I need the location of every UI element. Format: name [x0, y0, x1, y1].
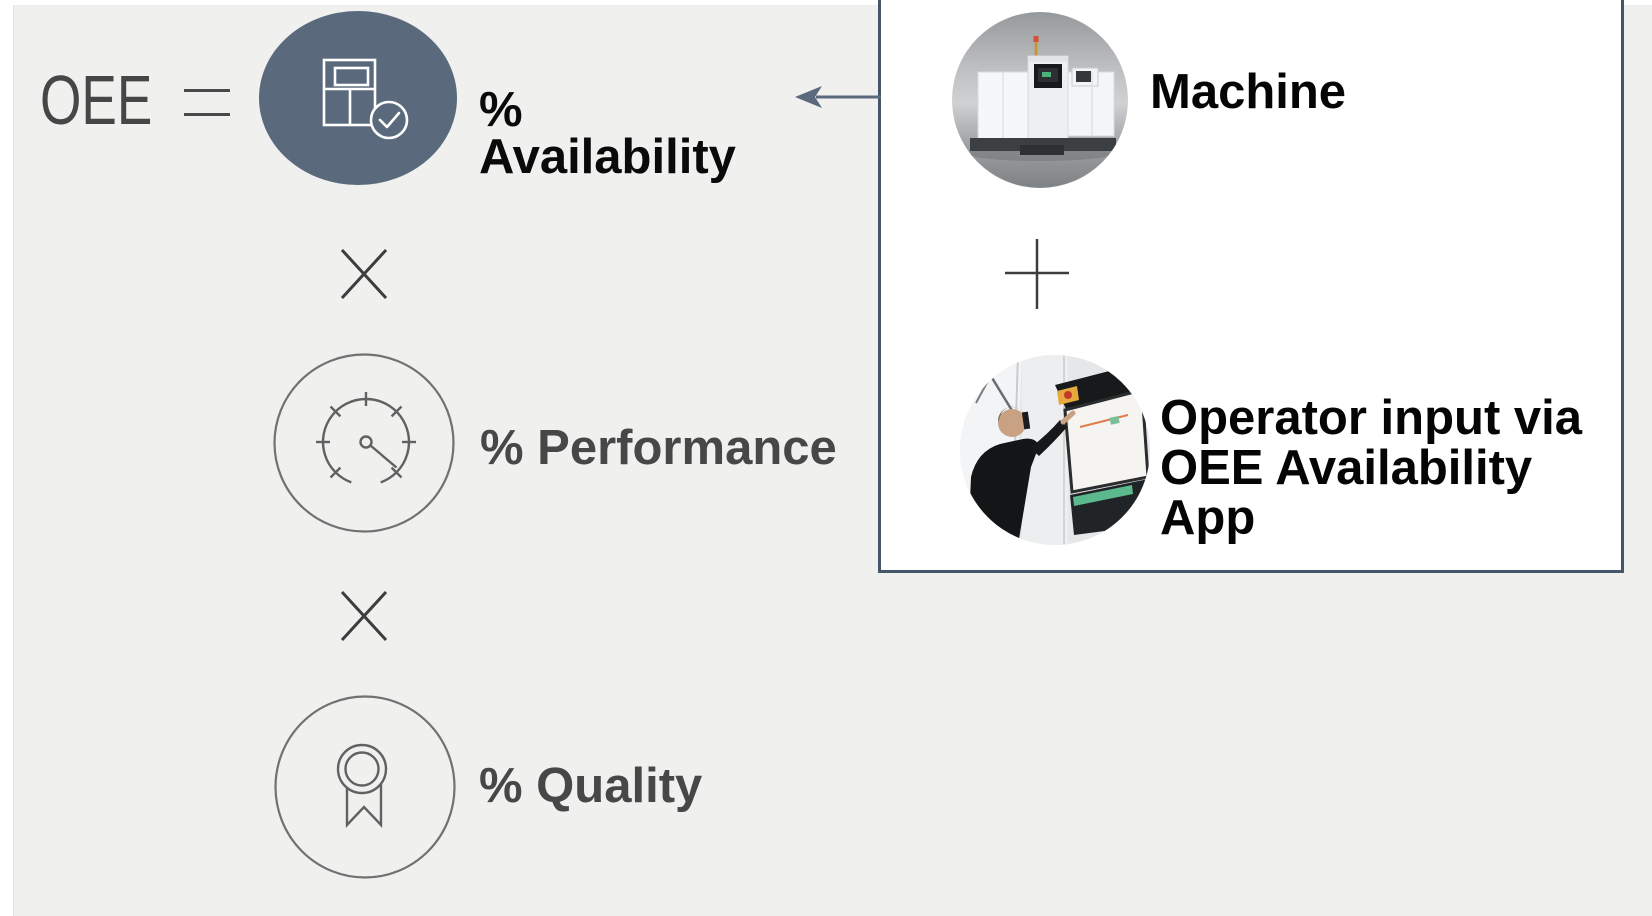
equals-icon: [184, 89, 230, 116]
callout-arrow-icon: [795, 86, 881, 108]
availability-label: % Availability: [479, 83, 736, 184]
multiply-icon: [340, 590, 388, 642]
availability-label-name: Availability: [479, 130, 736, 184]
plus-icon: [1005, 239, 1069, 309]
multiply-icon: [340, 248, 388, 300]
availability-label-percent: %: [479, 83, 523, 137]
gauge-icon: [273, 353, 455, 533]
oee-result-label: OEE: [40, 61, 153, 139]
industrial-machine-photo: [952, 12, 1128, 188]
machine-item-label: Machine: [1150, 65, 1347, 119]
quality-label: % Quality: [479, 759, 703, 813]
operator-item-label: Operator input via OEE Availability App: [1160, 391, 1583, 545]
performance-label: % Performance: [480, 421, 837, 475]
machine-check-icon: [259, 11, 457, 185]
operator-touchscreen-photo: [960, 355, 1150, 545]
award-ribbon-icon: [274, 695, 456, 879]
